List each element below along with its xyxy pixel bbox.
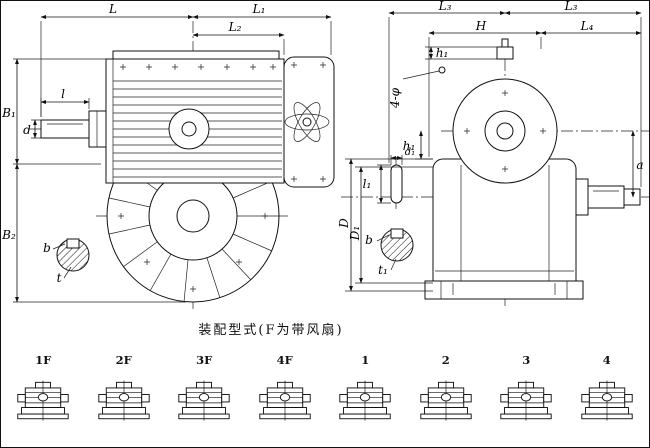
finned-housing <box>105 50 285 184</box>
side-body <box>432 38 577 292</box>
gearbox-variant-icon <box>500 380 552 421</box>
slot-outline <box>390 164 403 204</box>
top-lug <box>496 46 514 60</box>
figure-caption: 装配型式(F为带风扇) <box>198 323 344 338</box>
boss-bolt-marks <box>464 90 546 172</box>
dim-L2-label: L₂ <box>228 20 242 34</box>
dim-h1-top-label: h₁ <box>436 46 449 60</box>
dim-holes-label: 4-φ <box>388 87 402 109</box>
variant-item-1f: 1F <box>3 353 84 423</box>
dim-L4-label: L₄ <box>580 19 594 33</box>
dim-B2-label: B₂ <box>1 228 16 242</box>
right-key-section-detail: b t₁ <box>365 228 414 277</box>
wheel-hub-circle <box>176 199 210 233</box>
dim-t1-label: t₁ <box>378 263 388 277</box>
right-dimensions: L₃ L₃ H L₄ h₁ 4-φ h₁ l₁ d₁ D D₁ <box>337 1 644 292</box>
dim-L-label: L <box>108 2 117 16</box>
variant-label: 4F <box>276 353 293 367</box>
housing-bolt-marks <box>120 64 276 70</box>
base-outline <box>424 280 584 300</box>
dim-d-label: d <box>23 123 31 137</box>
dim-B1-label: B₁ <box>1 106 16 120</box>
breather-plug <box>501 38 509 48</box>
gearbox-variant-icon <box>98 380 150 421</box>
shaft-flange <box>575 178 589 216</box>
dim-L3-left-label: L₃ <box>438 1 452 13</box>
gearbox-variant-icon <box>17 380 69 421</box>
variant-item-3f: 3F <box>164 353 245 423</box>
variant-item-2: 2 <box>406 353 487 423</box>
dim-a-label: a <box>636 158 643 172</box>
left-view: b t L L₁ L₂ B₁ B₂ l d <box>1 2 335 309</box>
dim-b-label: b <box>43 241 51 255</box>
variant-item-2f: 2F <box>84 353 165 423</box>
keyway-slot <box>390 228 404 239</box>
keyway-slot <box>66 238 80 249</box>
variant-item-4: 4 <box>567 353 648 423</box>
variant-label: 1F <box>35 353 52 367</box>
variant-label: 1 <box>361 353 370 367</box>
left-dimensions: L L₁ L₂ B₁ B₂ l d <box>1 2 332 303</box>
housing-top-slab <box>112 50 280 60</box>
shaft-end <box>40 119 90 139</box>
variant-item-3: 3 <box>486 353 567 423</box>
right-view: b t₁ L₃ L₃ H L₄ h₁ 4-φ h₁ l₁ <box>337 1 649 306</box>
shaft-middle <box>587 185 625 209</box>
variant-item-4f: 4F <box>245 353 326 423</box>
dim-h1-mid-label: h₁ <box>403 139 416 153</box>
base-block <box>424 280 584 300</box>
dim-L3-right-label: L₃ <box>564 1 578 13</box>
variant-label: 3F <box>196 353 213 367</box>
variant-label: 2 <box>441 353 450 367</box>
bearing-cap <box>88 110 107 148</box>
dim-D-label: D <box>337 218 351 229</box>
fan-shroud <box>283 56 335 188</box>
fan-blades <box>284 102 330 142</box>
slot-detail <box>390 164 403 204</box>
variant-label: 4 <box>602 353 611 367</box>
output-shaft <box>575 178 641 216</box>
assembly-drawing: b t L L₁ L₂ B₁ B₂ l d <box>1 1 649 309</box>
shroud-bolt-marks <box>291 62 326 182</box>
dim-l-label: l <box>61 87 65 101</box>
gearbox-variant-icon <box>581 380 633 421</box>
wheel-bolt-marks <box>118 213 268 292</box>
gearbox-variant-icon <box>259 380 311 421</box>
dim-d1-label: d₁ <box>405 147 415 158</box>
dim-D1-label: D₁ <box>348 226 362 241</box>
worm-shaft-circle <box>181 121 197 137</box>
variant-label: 3 <box>522 353 531 367</box>
dim-H-label: H <box>475 19 487 33</box>
gearbox-variant-icon <box>420 380 472 421</box>
gearbox-variant-icon <box>178 380 230 421</box>
dim-L1-label: L₁ <box>252 2 266 16</box>
variant-label: 2F <box>115 353 132 367</box>
dim-b-label: b <box>365 233 373 247</box>
left-key-section-detail: b t <box>43 238 90 285</box>
variants-row: 1F 2F 3F 4F 1 2 3 4 <box>3 353 647 423</box>
input-shaft <box>40 110 107 148</box>
variant-item-1: 1 <box>325 353 406 423</box>
bearing-shaft-circle <box>496 122 514 140</box>
mounting-hole <box>438 66 446 74</box>
dim-l1-label: l₁ <box>363 177 372 191</box>
shaft-journal <box>623 188 641 206</box>
dim-t-label: t <box>57 271 62 285</box>
gearbox-variant-icon <box>339 380 391 421</box>
